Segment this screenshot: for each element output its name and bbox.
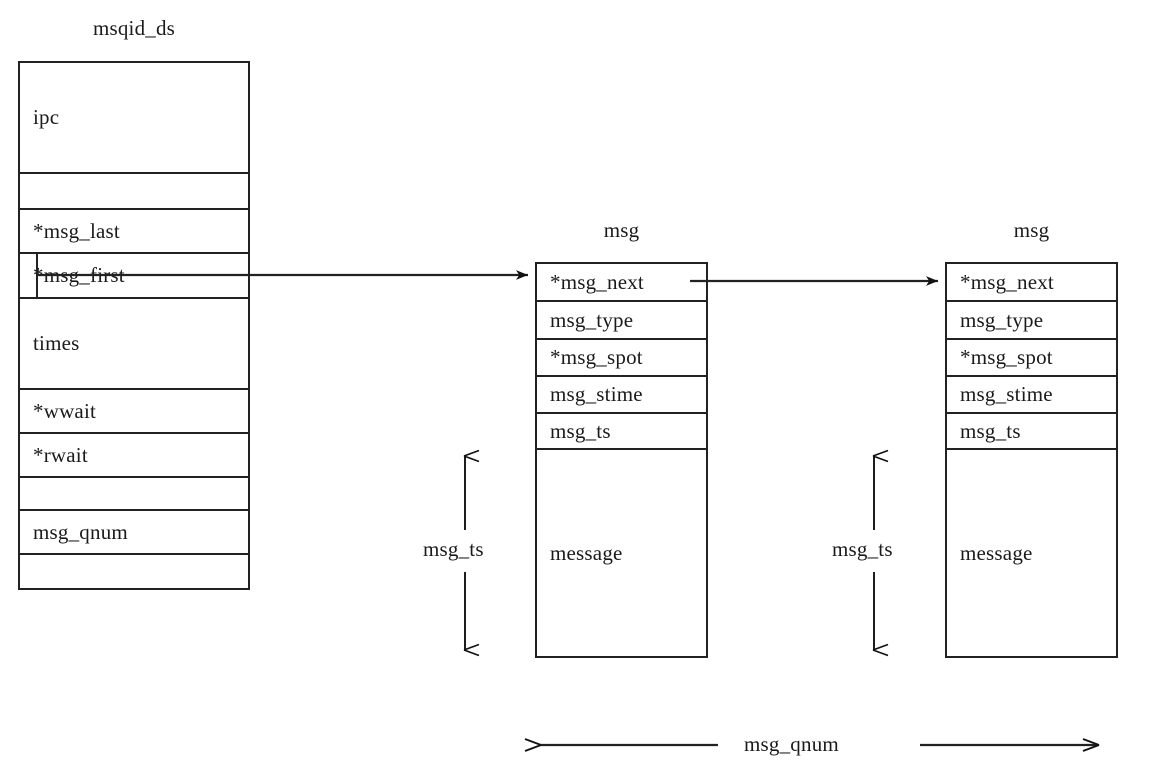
msqid-ds-row-blank-3 [20, 555, 248, 588]
msg-second-row-msg-spot: *msg_spot [947, 340, 1116, 377]
msqid-ds-row-msg-qnum: msg_qnum [20, 511, 248, 555]
msg-qnum-label: msg_qnum [744, 732, 839, 756]
msg-first-row-msg-stime: msg_stime [537, 377, 706, 414]
msg-first-row-msg-ts: msg_ts [537, 414, 706, 450]
msg-second-title: msg [1013, 218, 1050, 242]
msqid-ds-row-blank-1 [20, 174, 248, 210]
msg-ts-label-second: msg_ts [832, 537, 893, 561]
msg-first-row-msg-type: msg_type [537, 302, 706, 340]
msqid-ds-row-msg-first: *msg_first [20, 254, 248, 299]
msg-first-row-message: message [550, 540, 623, 565]
msqid-ds-title: msqid_ds [92, 16, 176, 40]
msg-second-box: *msg_next msg_type *msg_spot msg_stime m… [945, 262, 1118, 658]
msqid-ds-row-rwait: *rwait [20, 434, 248, 478]
msg-second-row-msg-ts: msg_ts [947, 414, 1116, 450]
msqid-ds-row-wwait: *wwait [20, 390, 248, 434]
msg-first-box: *msg_next msg_type *msg_spot msg_stime m… [535, 262, 708, 658]
msg-ts-label-first: msg_ts [423, 537, 484, 561]
msg-second-row-msg-type: msg_type [947, 302, 1116, 340]
msqid-ds-row-blank-2 [20, 478, 248, 511]
msg-second-row-msg-next: *msg_next [947, 264, 1116, 302]
msqid-ds-row-times: times [20, 299, 248, 390]
msg-second-row-message: message [960, 540, 1033, 565]
msg-first-row-msg-next: *msg_next [537, 264, 706, 302]
msg-first-row-msg-spot: *msg_spot [537, 340, 706, 377]
msqid-ds-box: ipc *msg_last *msg_first times *wwait *r… [18, 61, 250, 590]
msqid-ds-row-msg-last: *msg_last [20, 210, 248, 254]
msqid-ds-row-ipc: ipc [20, 63, 248, 174]
msg-second-row-msg-stime: msg_stime [947, 377, 1116, 414]
msg-first-title: msg [603, 218, 640, 242]
